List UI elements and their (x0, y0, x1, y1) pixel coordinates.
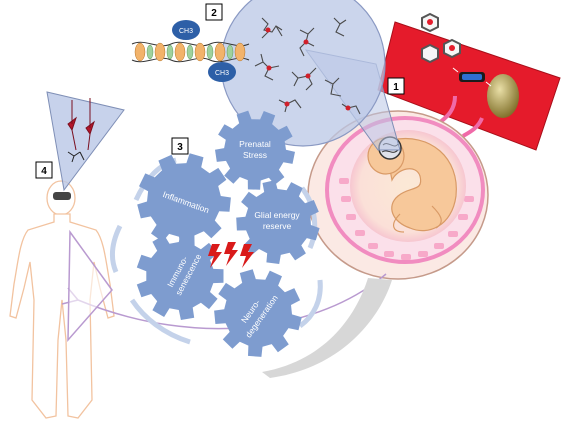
gear-label-glial-2: reserve (263, 221, 292, 231)
methyl-group-top (172, 20, 200, 40)
gear-icon (137, 153, 231, 247)
gear-icon (215, 110, 295, 190)
magnification-lens (220, 0, 401, 151)
methyl-label-top: CH3 (179, 28, 193, 35)
grey-arrow (262, 278, 392, 378)
gear-icon (214, 269, 302, 357)
label-box-1: 1 (387, 77, 405, 95)
neuron-zoom (46, 91, 125, 192)
label-box-3: 3 (171, 137, 189, 155)
gear-label-glial-1: Glial energy (254, 210, 300, 220)
blood-vessel (377, 12, 561, 151)
brain-marker (53, 192, 71, 200)
placenta-villi (339, 178, 474, 260)
vessel-lumen (487, 74, 519, 118)
methyl-group-bottom (208, 62, 236, 82)
svg-text:2: 2 (211, 8, 217, 19)
lightning-icon (208, 242, 254, 268)
methyl-label-bottom: CH3 (215, 70, 229, 77)
gear-icon (136, 232, 224, 320)
label-box-2: 2 (205, 3, 223, 21)
dna-icon: CH3 CH3 (131, 20, 250, 82)
neuron-icon (67, 98, 95, 151)
svg-text:1: 1 (393, 82, 399, 93)
hexagon-molecule-icon (421, 12, 461, 64)
svg-text:4: 4 (41, 166, 47, 177)
gear-icon (136, 110, 320, 357)
gear-icon (236, 180, 320, 264)
gear-label-prenatal-1: Prenatal (239, 139, 271, 149)
womb (307, 110, 489, 280)
svg-text:3: 3 (177, 142, 183, 153)
virus-icon (452, 67, 492, 87)
label-box-4: 4 (35, 161, 53, 179)
gear-label-prenatal-2: Stress (243, 150, 267, 160)
